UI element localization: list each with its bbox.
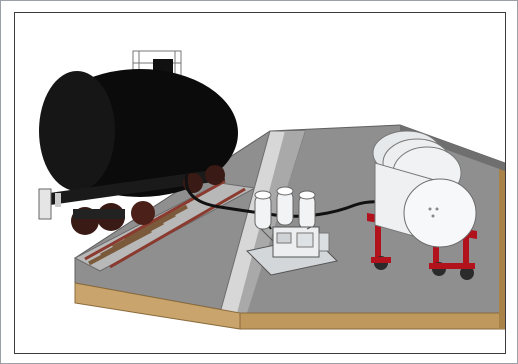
transloading-illustration [15, 13, 505, 353]
illustration-panel [14, 12, 506, 354]
soil-front-right [240, 313, 505, 329]
soil-right [499, 163, 505, 329]
